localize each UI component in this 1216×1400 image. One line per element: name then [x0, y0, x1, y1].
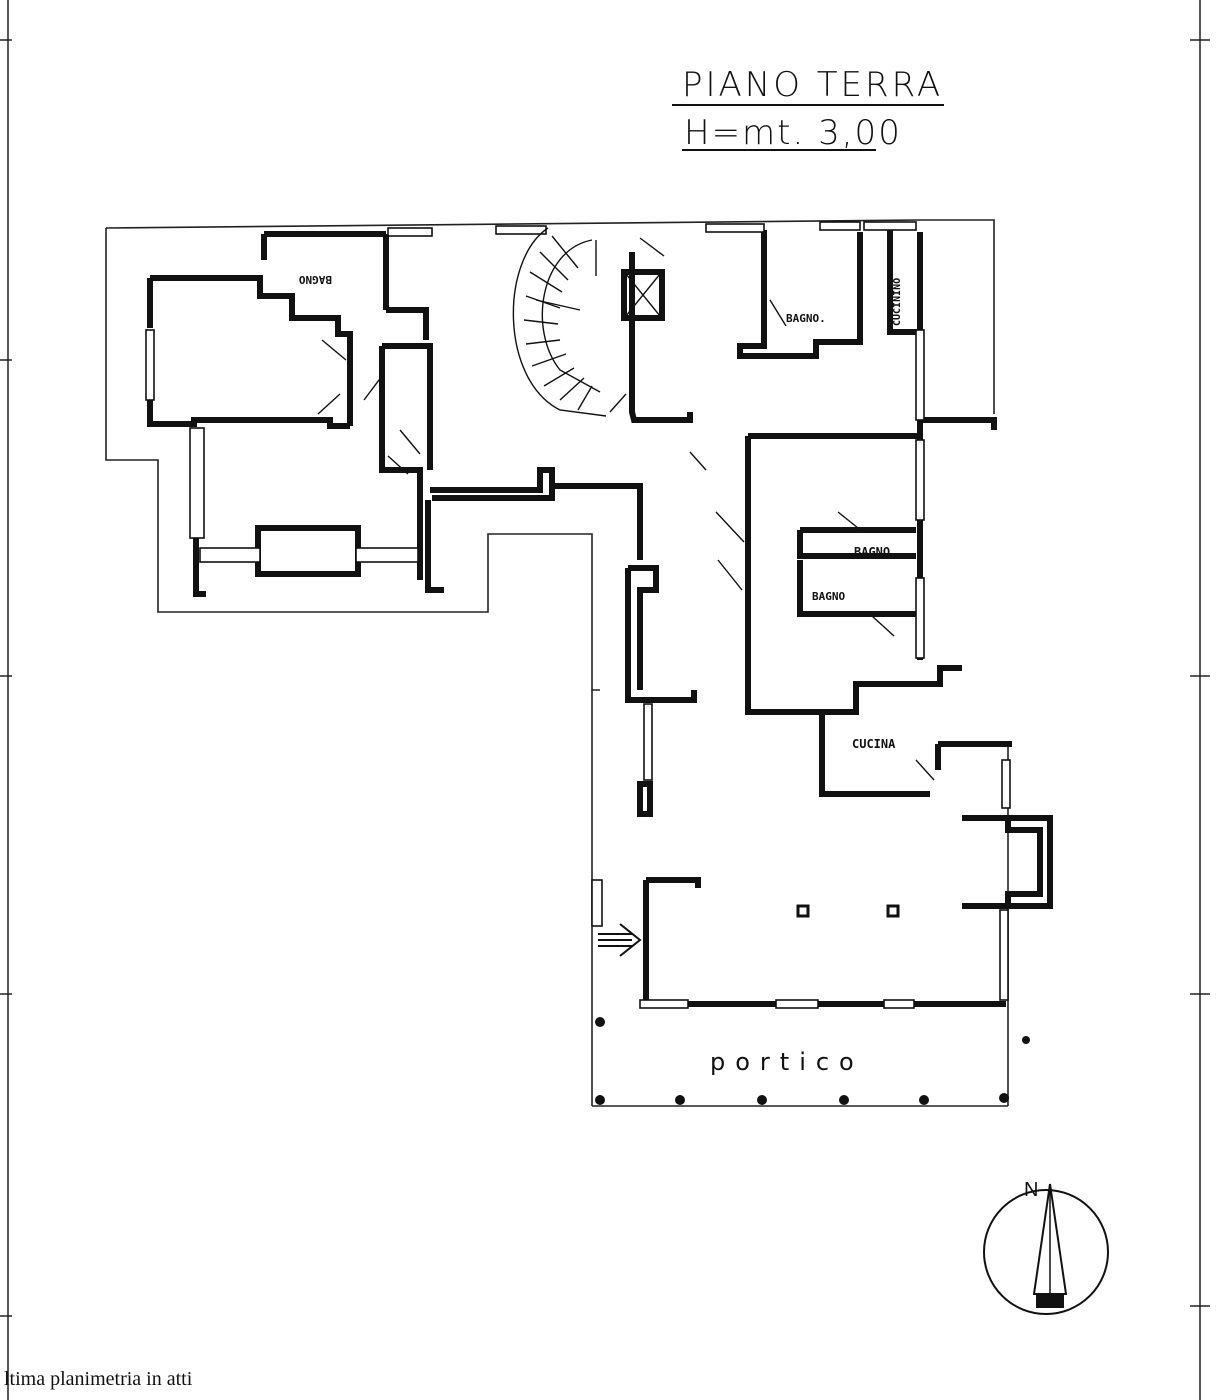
room-label-bagno-center: BAGNO — [854, 545, 890, 559]
columns — [796, 904, 900, 918]
room-label-portico: portico — [710, 1048, 864, 1076]
walls — [147, 230, 1053, 1007]
title-underline — [672, 104, 944, 106]
north-compass-icon: N — [983, 1179, 1109, 1315]
subtitle-underline — [682, 149, 876, 151]
lift-shaft — [625, 273, 661, 317]
room-label-bagno-left: BAGNO — [299, 273, 332, 286]
door-swings — [317, 237, 935, 781]
footer-note: ltima planimetria in atti — [4, 1368, 193, 1390]
perimeter-outline — [105, 219, 1009, 1107]
north-label: N — [1024, 1179, 1038, 1201]
room-label-cucina: CUCINA — [852, 737, 896, 751]
portico-pillars — [595, 1017, 1030, 1105]
windows — [145, 221, 1011, 1009]
plan-title: PIANO TERRA — [682, 65, 944, 105]
room-label-bagno-upper-right: BAGNO. — [786, 312, 826, 325]
room-label-bagno-lower: BAGNO — [812, 590, 845, 603]
ceiling-height-label: H=mt. 3,00 — [684, 113, 902, 153]
room-label-cucinino: CUCININO — [892, 278, 903, 326]
spiral-staircase — [512, 227, 607, 417]
entrance-arrow — [598, 923, 642, 957]
